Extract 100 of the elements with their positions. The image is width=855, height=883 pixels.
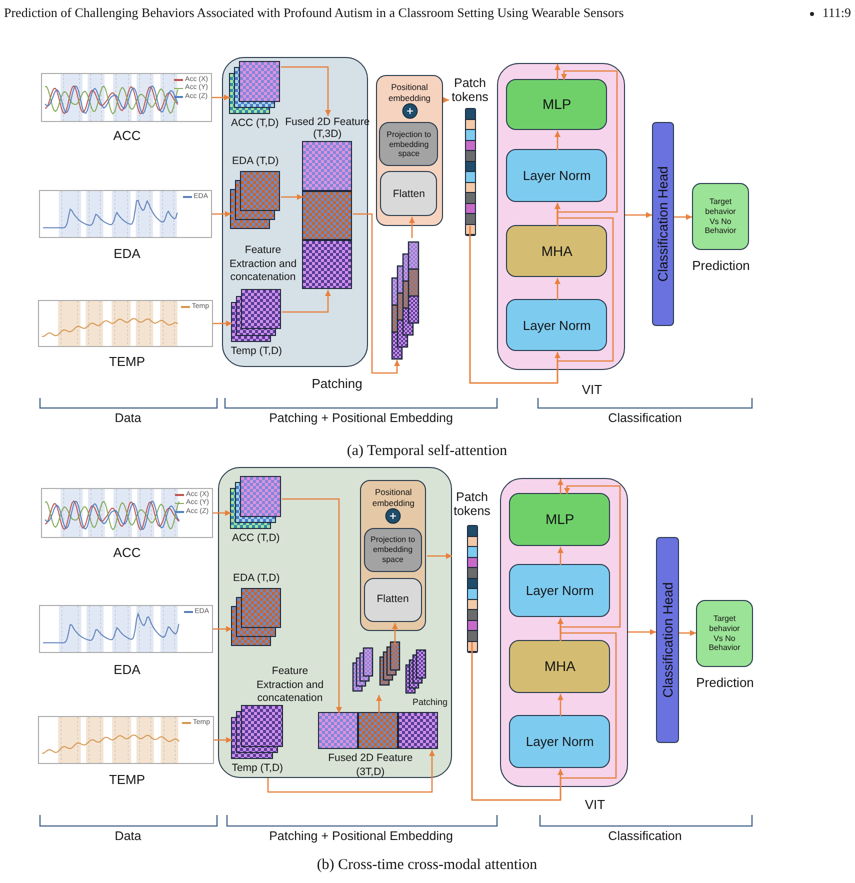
node-text: Classification Head xyxy=(660,582,675,698)
arrow xyxy=(558,694,564,716)
arrow xyxy=(212,94,230,100)
node-text: Positional embedding xyxy=(387,82,432,104)
arrow xyxy=(214,737,232,743)
arrow xyxy=(443,97,449,103)
arrow xyxy=(282,290,331,313)
process-box xyxy=(506,225,608,278)
node-caption: TEMP xyxy=(108,772,146,788)
node-text: Layer Norm xyxy=(522,318,591,334)
node-text: ACC (T,D) xyxy=(232,532,280,546)
process-box xyxy=(506,79,608,130)
node-caption: TEMP xyxy=(108,354,146,370)
arrow xyxy=(427,553,452,559)
node-text: MHA xyxy=(541,242,572,260)
running-header: Prediction of Challenging Behaviors Associated with Profound Autism in a Classroom Setting Using Wearable Sensors xyxy=(4,5,624,21)
node-text: Temp (T,D) xyxy=(232,762,284,776)
node-text: MLP xyxy=(542,96,572,114)
node-text: Temp (T,D) xyxy=(230,345,282,359)
arrow xyxy=(625,212,652,218)
container-panel xyxy=(218,467,452,778)
bracket-label: Data xyxy=(114,411,142,426)
arrow xyxy=(212,211,231,217)
arrow xyxy=(281,66,331,116)
node-text: Projection to embedding space xyxy=(370,535,416,564)
node-text: MHA xyxy=(544,658,576,676)
node-text: Target behavior Vs No Behavior xyxy=(704,197,736,236)
classification-bar xyxy=(652,122,674,326)
arrow xyxy=(554,278,560,300)
arrow xyxy=(376,695,382,713)
arrow xyxy=(679,630,696,636)
patch-stack-drawing xyxy=(353,644,426,694)
node-text: Positional embedding xyxy=(371,487,416,510)
process-box xyxy=(509,715,610,768)
process-box xyxy=(364,578,422,622)
arrow xyxy=(558,479,564,494)
process-box xyxy=(506,299,608,352)
running-header: 111:9 xyxy=(822,5,851,21)
arrow xyxy=(213,510,231,516)
bracket-label: Classification xyxy=(608,829,682,844)
classification-bar xyxy=(656,537,679,743)
node-caption: ACC xyxy=(113,128,141,144)
node-caption: Prediction xyxy=(696,675,754,691)
arrow xyxy=(471,618,617,801)
arrow xyxy=(213,626,232,632)
node-text: MLP xyxy=(545,511,574,528)
arrow xyxy=(554,131,560,150)
node-text: EDA (T,D) xyxy=(232,155,279,168)
result-box xyxy=(692,183,749,250)
arrow xyxy=(556,70,618,226)
node-text: Patch tokens xyxy=(454,490,490,519)
node-caption: EDA xyxy=(114,662,140,678)
node-text: Layer Norm xyxy=(526,583,594,599)
node-text: Feature Extraction and concatenation xyxy=(255,665,325,706)
result-box xyxy=(696,600,753,667)
node-caption: Prediction xyxy=(692,258,750,274)
node-text: Feature Extraction and concatenation xyxy=(228,244,298,285)
bracket-label: Classification xyxy=(608,411,682,426)
node-text: VIT xyxy=(584,797,606,814)
arrow xyxy=(554,64,560,80)
node-caption: ACC xyxy=(113,545,141,561)
arrow xyxy=(213,320,232,326)
arrow xyxy=(353,213,400,374)
node-text: Projection to embedding space xyxy=(386,130,432,159)
node-caption: EDA xyxy=(114,246,140,262)
node-caption: Patching xyxy=(412,697,448,708)
process-box xyxy=(506,149,608,202)
process-box xyxy=(380,171,438,216)
bracket-label: Patching + Positional Embedding xyxy=(269,411,453,426)
arrow xyxy=(628,629,656,635)
node-text: Flatten xyxy=(392,188,425,200)
arrow xyxy=(392,623,398,645)
bracket-label: Patching + Positional Embedding xyxy=(269,829,453,844)
node-text: Classification Head xyxy=(656,166,670,282)
node-text: Layer Norm xyxy=(522,168,591,184)
node-text: Layer Norm xyxy=(526,734,594,750)
process-box xyxy=(509,640,610,694)
process-box xyxy=(509,493,610,546)
figure-caption: (b) Cross-time cross-modal attention xyxy=(316,856,538,874)
arrow xyxy=(558,547,564,565)
node-text: Patch tokens xyxy=(452,76,488,105)
node-text: Fused 2D Feature (3T,D) xyxy=(327,752,414,779)
arrow xyxy=(409,217,415,238)
node-text: VIT xyxy=(582,382,602,399)
node-caption: Patching xyxy=(312,376,362,392)
node-text: Flatten xyxy=(376,593,409,606)
arrow xyxy=(560,485,621,641)
arrow xyxy=(282,498,342,713)
embedding-panel xyxy=(360,480,426,632)
arrow xyxy=(267,750,435,793)
container-panel xyxy=(222,57,368,367)
arrow xyxy=(281,194,303,200)
node-text: Target behavior Vs No Behavior xyxy=(708,614,740,653)
process-box xyxy=(364,528,422,572)
node-text: EDA (T,D) xyxy=(233,572,280,586)
process-box xyxy=(509,564,610,618)
arrow xyxy=(469,203,614,384)
arrow xyxy=(674,214,692,220)
node-text: ACC (T,D) xyxy=(230,117,279,131)
process-box xyxy=(379,122,438,166)
